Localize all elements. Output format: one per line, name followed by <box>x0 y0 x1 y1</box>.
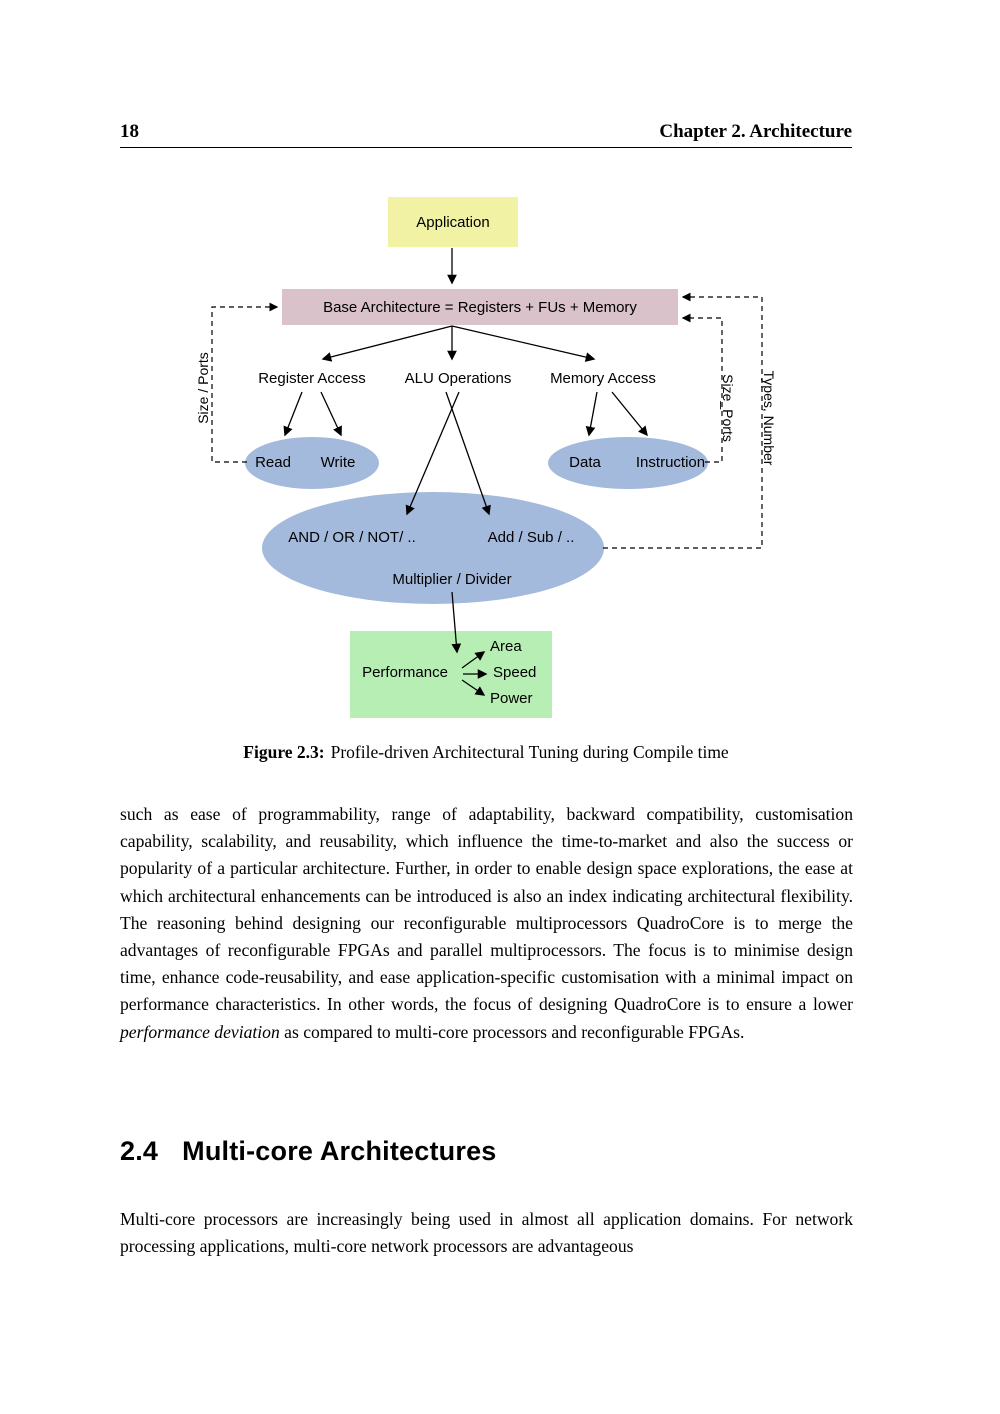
running-title: Chapter 2. Architecture <box>659 121 852 142</box>
figure-caption-label: Figure 2.3: <box>243 742 325 762</box>
node-read: Read <box>255 454 291 471</box>
figure-diagram: Application Base Architecture = Register… <box>195 197 777 718</box>
paragraph1-text-after: as compared to multi-core processors and… <box>279 1021 745 1042</box>
arrow-memory-to-instruction <box>611 391 648 437</box>
node-register-access: Register Access <box>258 370 366 387</box>
arrow-base-to-memory-access <box>451 325 596 362</box>
arrow-register-to-write <box>320 391 342 437</box>
figure-caption: Figure 2.3:Profile-driven Architectural … <box>120 742 852 763</box>
edge-label-size-ports-left: Size / Ports <box>195 352 211 424</box>
running-header: 18 Chapter 2. Architecture <box>120 121 852 143</box>
section-title: Multi-core Architectures <box>182 1136 497 1166</box>
node-memory-access: Memory Access <box>550 370 656 387</box>
figure-caption-text: Profile-driven Architectural Tuning duri… <box>330 742 729 762</box>
paragraph1-italic-phrase: performance deviation <box>120 1021 280 1042</box>
arrow-register-to-read <box>283 391 303 437</box>
node-and-or-not: AND / OR / NOT/ .. <box>288 529 416 546</box>
section-number: 2.4 <box>120 1136 159 1166</box>
node-speed: Speed <box>493 664 537 681</box>
paragraph1-text-before: such as ease of programmability, range o… <box>120 804 853 1015</box>
node-base-architecture: Base Architecture = Registers + FUs + Me… <box>282 289 678 325</box>
node-application: Application <box>388 197 518 247</box>
node-performance: Performance <box>362 664 448 681</box>
node-data: Data <box>569 454 601 471</box>
node-multiplier-divider: Multiplier / Divider <box>392 571 512 588</box>
node-instruction: Instruction <box>635 454 706 471</box>
edge-label-types-number: Types, Number <box>761 370 777 466</box>
body-paragraph-1: such as ease of programmability, range o… <box>120 801 853 1046</box>
body-paragraph-2: Multi-core processors are increasingly b… <box>120 1209 853 1257</box>
dashed-feedback-right-size-ports <box>681 313 723 463</box>
node-add-sub: Add / Sub / .. <box>487 529 575 546</box>
dashed-feedback-right-types-number <box>603 292 763 549</box>
arrow-base-to-register-access <box>321 325 453 362</box>
edge-label-size-ports-right: Size_Ports <box>720 374 736 442</box>
section-heading-2-4: 2.4 Multi-core Architectures <box>120 1136 497 1167</box>
node-area: Area <box>490 638 522 655</box>
page-number: 18 <box>120 121 139 142</box>
node-power: Power <box>490 690 533 707</box>
header-rule <box>120 147 852 148</box>
node-write: Write <box>320 454 356 471</box>
performance-box <box>350 631 552 718</box>
node-alu-operations: ALU Operations <box>404 370 512 387</box>
arrow-memory-to-data <box>585 391 598 437</box>
